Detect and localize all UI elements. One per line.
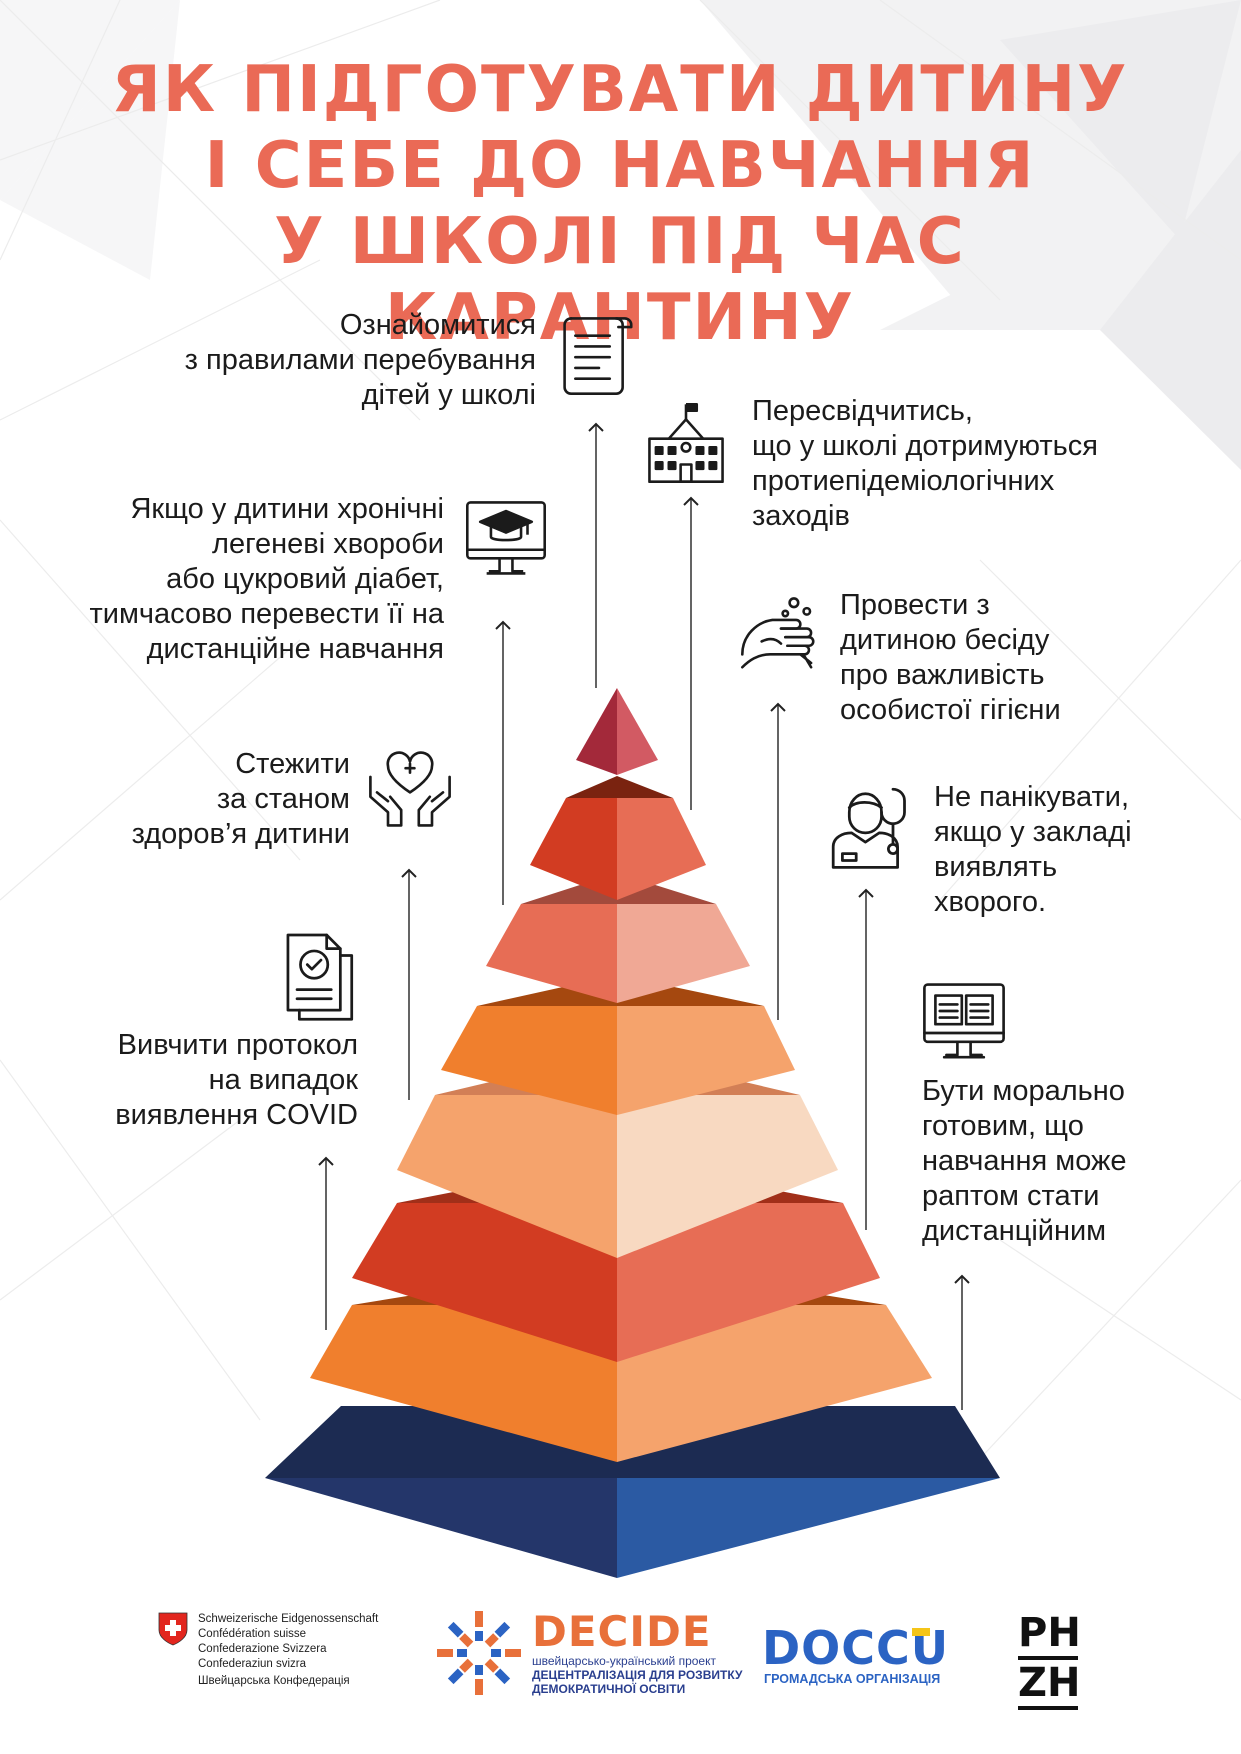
item-distance-line-3: навчання може (922, 1145, 1127, 1177)
phzh-logo: PH ZH (1018, 1612, 1081, 1710)
item-panic-line-3: виявлять (934, 851, 1058, 883)
item-measures: Пересвідчитись, що у школі дотримуються … (752, 394, 1098, 534)
document-scroll-icon (556, 312, 642, 398)
item-rules-line-3: дітей у школі (361, 379, 536, 411)
decide-line-1: швейцарсько-український проект (532, 1654, 716, 1668)
phzh-line-1: PH (1018, 1610, 1081, 1656)
pyramid-layer-7 (530, 776, 706, 900)
phzh-line-2: ZH (1018, 1660, 1081, 1706)
checked-document-icon (272, 930, 354, 1022)
item-measures-line-2: що у школі дотримуються (752, 430, 1098, 462)
item-health-line-1: Стежити (235, 748, 350, 780)
docu-logo: DOCCU ГРОМАДСЬКА ОРГАНІЗАЦІЯ (762, 1624, 949, 1686)
item-protocol-line-3: виявлення COVID (115, 1099, 358, 1131)
item-distance-line-4: раптом стати (922, 1180, 1100, 1212)
item-hygiene-line-3: про важливість (840, 659, 1045, 691)
pyramid-layer-5 (441, 975, 795, 1115)
decide-line-2: ДЕЦЕНТРАЛІЗАЦІЯ ДЛЯ РОЗВИТКУ (532, 1668, 743, 1682)
item-distance: Бути морально готовим, що навчання може … (922, 1074, 1127, 1249)
phzh-underline (1018, 1706, 1078, 1710)
decide-name: DECIDE (532, 1607, 712, 1656)
item-hygiene-line-4: особистої гігієни (840, 694, 1061, 726)
pyramid-apex (576, 688, 658, 775)
decide-star-icon (437, 1611, 521, 1695)
item-measures-line-4: заходів (752, 500, 850, 532)
item-hygiene-line-1: Провести з (840, 589, 990, 621)
docu-flag-accent-icon (912, 1628, 930, 1636)
online-education-monitor-icon (461, 496, 551, 582)
swiss-flag-icon (158, 1612, 188, 1646)
item-hygiene: Провести з дитиною бесіду про важливість… (840, 588, 1061, 728)
title-line-2: І СЕБЕ ДО НАВЧАННЯ (204, 129, 1036, 203)
school-building-icon (642, 400, 730, 486)
swiss-line-3: Confederazione Svizzera (198, 1643, 327, 1655)
item-hygiene-line-2: дитиною бесіду (840, 624, 1050, 656)
item-rules-line-2: з правилами перебування (184, 344, 536, 376)
item-chronic-line-5: дистанційне навчання (146, 633, 444, 665)
docu-subtitle: ГРОМАДСЬКА ОРГАНІЗАЦІЯ (764, 1672, 941, 1686)
item-distance-line-1: Бути морально (922, 1075, 1125, 1107)
title-line-1: ЯК ПІДГОТУВАТИ ДИТИНУ (111, 53, 1129, 127)
phzh-divider (1018, 1656, 1078, 1660)
swiss-subtitle: Швейцарська Конфедерація (198, 1675, 350, 1687)
item-measures-line-1: Пересвідчитись, (752, 395, 973, 427)
book-monitor-icon (918, 978, 1010, 1066)
item-protocol-line-1: Вивчити протокол (117, 1029, 358, 1061)
item-rules: Ознайомитися з правилами перебування діт… (185, 308, 536, 413)
item-chronic-line-1: Якщо у дитини хронічні (130, 493, 444, 525)
item-chronic-line-3: або цукровий діабет, (166, 563, 444, 595)
item-health-line-2: за станом (216, 783, 350, 815)
item-measures-line-3: протиепідеміологічних (752, 465, 1055, 497)
item-health: Стежити за станом здоров’я дитини (132, 747, 350, 852)
item-panic-line-4: хворого. (934, 886, 1047, 918)
item-chronic-line-4: тимчасово перевести її на (89, 598, 444, 630)
item-health-line-3: здоров’я дитини (131, 818, 350, 850)
page-title: ЯК ПІДГОТУВАТИ ДИТИНУ І СЕБЕ ДО НАВЧАННЯ… (40, 52, 1200, 356)
item-protocol: Вивчити протокол на випадок виявлення CO… (115, 1028, 358, 1133)
hand-washing-icon (735, 592, 827, 678)
decide-line-3: ДЕМОКРАТИЧНОЇ ОСВІТИ (532, 1682, 686, 1696)
item-distance-line-2: готовим, що (922, 1110, 1084, 1142)
item-panic-line-1: Не панікувати, (934, 781, 1130, 813)
item-distance-line-5: дистанційним (922, 1215, 1107, 1247)
swiss-line-4: Confederaziun svizra (198, 1658, 307, 1670)
doctor-icon (824, 780, 916, 872)
swiss-line-1: Schweizerische Eidgenossenschaft (198, 1613, 379, 1625)
swiss-line-2: Confédération suisse (198, 1628, 307, 1640)
item-chronic-line-2: легеневі хвороби (212, 528, 444, 560)
item-panic: Не панікувати, якщо у закладі виявлять х… (934, 780, 1132, 920)
pyramid-layer-1 (265, 1406, 1000, 1578)
item-protocol-line-2: на випадок (208, 1064, 358, 1096)
item-chronic: Якщо у дитини хронічні легеневі хвороби … (89, 492, 444, 667)
heart-in-hands-icon (366, 744, 454, 832)
item-rules-line-1: Ознайомитися (339, 309, 536, 341)
item-panic-line-2: якщо у закладі (934, 816, 1132, 848)
